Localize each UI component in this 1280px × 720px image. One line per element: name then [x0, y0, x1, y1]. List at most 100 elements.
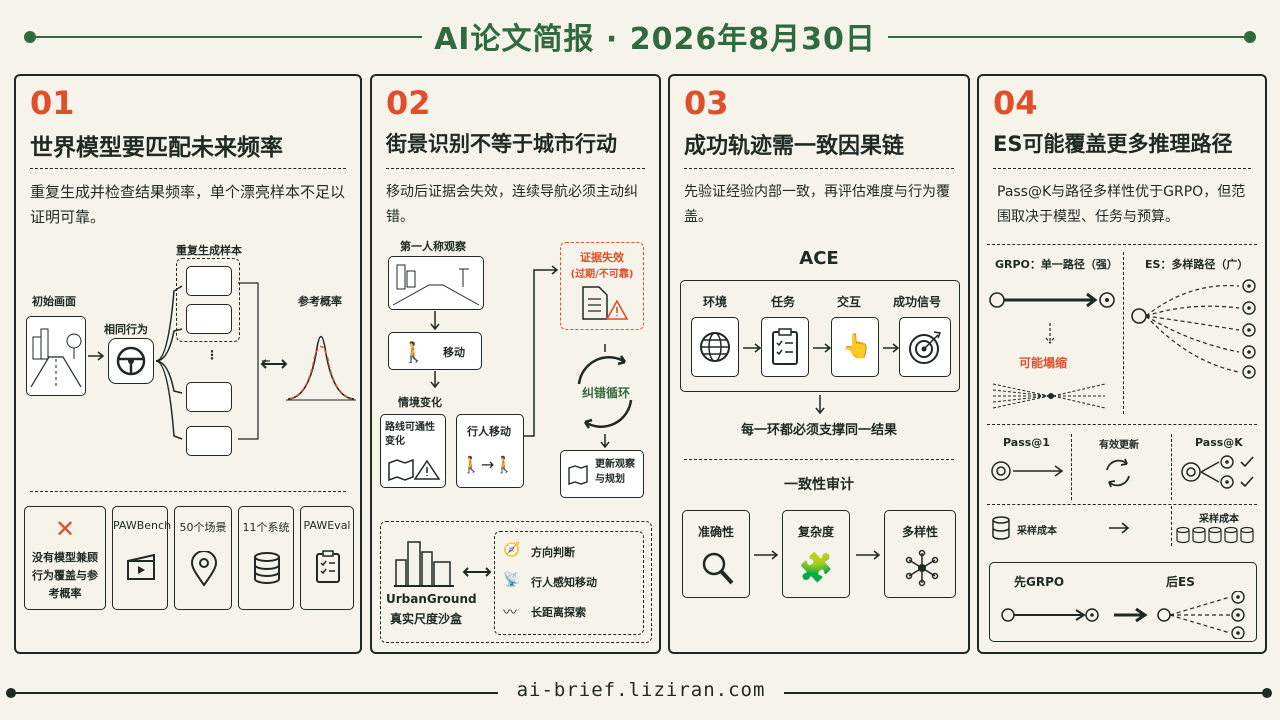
- arrow-down-icon: [815, 395, 825, 415]
- arrow-icon: [856, 550, 881, 560]
- panel-02: 02 街景识别不等于城市行动 移动后证据会失效，连续导航必须主动纠错。 第一人称…: [370, 74, 661, 654]
- single-path-icon: [989, 292, 1115, 308]
- panel-01: 01 世界模型要匹配未来频率 重复生成并检查结果频率，单个漂亮样本不足以证明可靠…: [14, 74, 362, 654]
- target-arrow-icon: [991, 461, 1064, 481]
- steering-wheel-box: [108, 338, 154, 384]
- env-box: [691, 317, 739, 377]
- database-icon: [254, 552, 280, 584]
- sample-cost-label-right: 采样成本: [1199, 514, 1239, 525]
- panel-04: 04 ES可能覆盖更多推理路径 Pass@K与路径多样性优于GRPO，但范围取决…: [977, 74, 1267, 654]
- urbanground-sub: 真实尺度沙盒: [390, 612, 463, 626]
- page-title: AI论文简报 · 2026年8月30日: [434, 22, 876, 57]
- same-action-label: 相同行为: [104, 323, 148, 336]
- capability-exploration: 长距离探索: [531, 606, 586, 619]
- ellipsis-label: ⋮: [206, 348, 218, 362]
- sequence-box: 先GRPO 后ES: [989, 562, 1257, 642]
- first-person-view: [388, 256, 484, 310]
- panel-number: 04: [993, 84, 1038, 122]
- diversity-label: 多样性: [901, 525, 938, 539]
- panel-number: 03: [684, 84, 729, 122]
- correction-loop-icon: [577, 344, 633, 449]
- sample-group-dashed: [176, 258, 240, 342]
- compass-icon: 🧭: [503, 542, 521, 558]
- divider: [987, 244, 1257, 245]
- pawbench-box: PAWBench: [112, 506, 172, 610]
- paweval-label: PAWEval: [303, 519, 351, 532]
- panel-description: 移动后证据会失效，连续导航必须主动纠错。: [386, 184, 638, 225]
- header-dot-left: [24, 31, 36, 43]
- globe-icon: [700, 332, 730, 362]
- task-box: [761, 317, 809, 377]
- initial-frame-image: [26, 316, 86, 396]
- footer-url[interactable]: ai-brief.liziran.com: [516, 679, 766, 701]
- capability-direction: 方向判断: [531, 546, 575, 559]
- evidence-label: 证据失效: [580, 251, 624, 264]
- panel-description: 先验证经验内部一致，再评估难度与行为覆盖。: [684, 184, 950, 225]
- arrow-down-icon: [430, 311, 440, 331]
- document-warning-icon: [582, 286, 629, 320]
- accuracy-label: 准确性: [697, 525, 734, 539]
- panel-03: 03 成功轨迹需一致因果链 先验证经验内部一致，再评估难度与行为覆盖。 ACE …: [668, 74, 970, 654]
- scenes-box: 50个场景: [174, 506, 232, 610]
- panel-title: 世界模型要匹配未来频率: [30, 135, 283, 161]
- skyline-icon: [394, 541, 454, 587]
- move-box: 🚶 移动: [388, 332, 482, 370]
- vertical-divider: [1071, 434, 1072, 500]
- panel-title: 成功轨迹需一致因果链: [684, 134, 905, 159]
- sample-cost-label-left: 采样成本: [1017, 526, 1057, 537]
- panel-number: 01: [30, 84, 75, 122]
- route-path-icon: 〰: [503, 605, 517, 621]
- arrow-icon: [1109, 522, 1130, 534]
- ace-group: 环境 任务 交互 成功信号 👆: [680, 280, 960, 392]
- ace-caption: 每一环都必须支撑同一结果: [740, 423, 897, 438]
- double-arrow-icon: [260, 359, 288, 369]
- location-pin-icon: [190, 551, 218, 587]
- connector-arrow-icon: [524, 265, 559, 437]
- loop-label: 纠错循环: [581, 386, 630, 400]
- checklist-icon: [316, 550, 340, 583]
- capabilities-group: 🧭 方向判断 📡 行人感知移动 〰 长距离探索: [494, 531, 644, 635]
- double-arrow-icon: [462, 567, 492, 577]
- accuracy-box: 准确性: [682, 510, 750, 598]
- street-scene-icon: [30, 328, 82, 388]
- divider: [987, 424, 1257, 425]
- panel-title: 街景识别不等于城市行动: [386, 132, 617, 156]
- audit-title: 一致性审计: [784, 477, 854, 493]
- update-label: 更新观察与规划: [595, 459, 635, 485]
- grpo-label: GRPO：单一路径（强）: [995, 258, 1118, 271]
- situation-label: 情境变化: [398, 396, 442, 409]
- panel-number: 02: [386, 84, 431, 122]
- complexity-label: 复杂度: [797, 525, 834, 539]
- divider: [30, 168, 346, 169]
- update-box: 更新观察与规划: [560, 450, 644, 498]
- seq-first-label: 先GRPO: [1014, 575, 1065, 589]
- arrow-icon: [88, 351, 105, 361]
- collapse-label: 可能塌缩: [1019, 356, 1068, 370]
- vertical-divider: [1171, 506, 1172, 546]
- network-icon: [905, 549, 939, 587]
- chain-arrows-icon: [743, 343, 900, 353]
- pawbench-label: PAWBench: [113, 519, 172, 532]
- clapperboard-icon: [127, 553, 155, 580]
- sample-frame-1: [186, 266, 232, 296]
- divider: [993, 168, 1251, 169]
- pass1-label: Pass@1: [1003, 436, 1050, 449]
- map-pin-icon: [568, 465, 588, 485]
- divider: [684, 459, 954, 460]
- ace-success-label: 成功信号: [893, 295, 942, 309]
- divider: [30, 491, 346, 492]
- pedestrians-moving-icon: 🚶→🚶: [461, 455, 515, 474]
- footer-line-right: [784, 692, 1266, 694]
- ace-interaction-label: 交互: [837, 295, 862, 309]
- footer-line-left: [14, 692, 498, 694]
- systems-label: 11个系统: [242, 521, 290, 534]
- urbanground-group: [380, 521, 652, 643]
- interaction-box: 👆: [831, 317, 879, 377]
- seq-second-label: 后ES: [1166, 575, 1195, 589]
- first-person-label: 第一人称观察: [400, 240, 466, 253]
- move-label: 移动: [443, 346, 465, 359]
- magnifier-icon: [702, 552, 734, 585]
- es-label: ES：多样路径（广）: [1145, 258, 1249, 271]
- city-street-icon: [392, 264, 480, 306]
- footer-dot-left: [6, 688, 16, 698]
